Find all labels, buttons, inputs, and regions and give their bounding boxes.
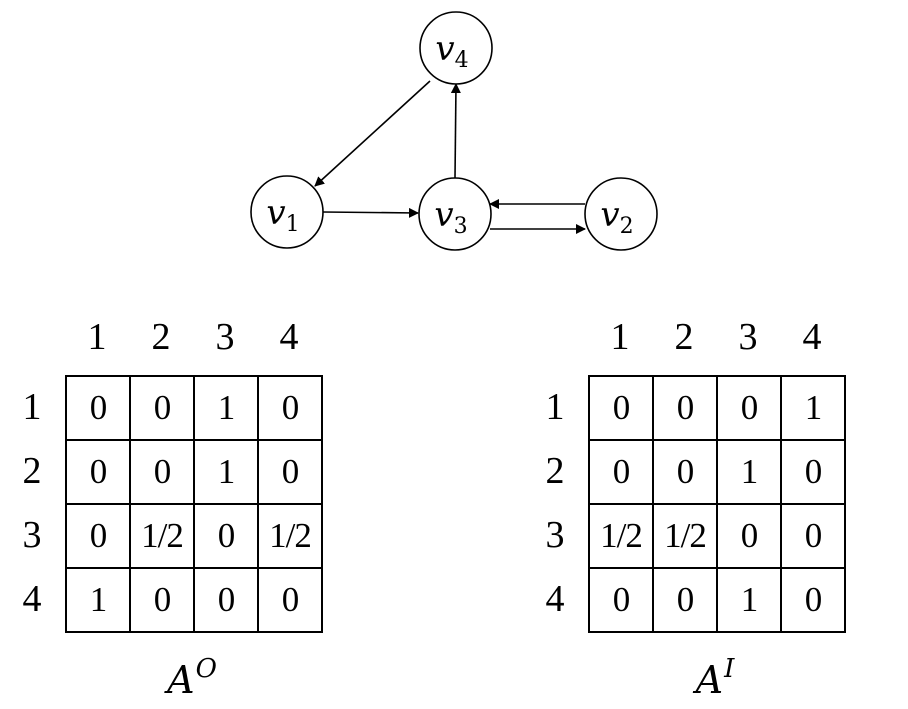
svg-text:v3: v3 bbox=[434, 195, 467, 239]
row-header: 2 bbox=[22, 450, 42, 492]
node-v1-subscript: 1 bbox=[286, 212, 300, 237]
column-header: 3 bbox=[215, 316, 235, 358]
node-v2-base: v bbox=[600, 195, 619, 235]
column-header: 1 bbox=[610, 316, 630, 358]
edge-v4-v1 bbox=[314, 80, 431, 187]
svg-text:v1: v1 bbox=[266, 193, 299, 237]
matrix-label-base: A bbox=[167, 658, 195, 702]
row-header: 2 bbox=[545, 450, 565, 492]
matrix-cell: 0 bbox=[257, 567, 323, 633]
matrix-cell: 0 bbox=[65, 503, 131, 569]
node-v1: v1 bbox=[250, 175, 324, 249]
matrix-grid: 0 0 0 1 0 0 1 0 1/2 1/2 0 0 0 0 1 0 bbox=[588, 375, 846, 633]
matrix-row: 0 0 1 0 bbox=[588, 439, 846, 505]
node-v3-subscript: 3 bbox=[454, 214, 468, 239]
column-header: 2 bbox=[674, 316, 694, 358]
column-header: 1 bbox=[87, 316, 107, 358]
matrix-cell: 0 bbox=[65, 439, 131, 505]
matrix-row: 1 0 0 0 bbox=[65, 567, 323, 633]
matrix-cell: 0 bbox=[129, 439, 195, 505]
matrix-cell: 0 bbox=[193, 503, 259, 569]
matrix-cell: 0 bbox=[257, 375, 323, 441]
matrix-cell: 0 bbox=[588, 439, 654, 505]
matrix-cell: 0 bbox=[65, 375, 131, 441]
column-header: 3 bbox=[738, 316, 758, 358]
row-header: 4 bbox=[22, 578, 42, 620]
matrix-cell: 1 bbox=[65, 567, 131, 633]
node-v3: v3 bbox=[418, 177, 492, 251]
matrix-cell: 0 bbox=[652, 375, 718, 441]
matrix-cell: 0 bbox=[652, 567, 718, 633]
matrix-cell: 1/2 bbox=[257, 503, 323, 569]
matrix-cell: 0 bbox=[193, 567, 259, 633]
svg-text:v2: v2 bbox=[600, 195, 633, 239]
directed-graph: v4 v1 v3 v2 bbox=[250, 11, 658, 251]
matrix-cell: 1 bbox=[193, 375, 259, 441]
matrix-cell: 0 bbox=[652, 439, 718, 505]
matrix-cell: 1 bbox=[716, 439, 782, 505]
row-header: 1 bbox=[545, 386, 565, 428]
matrix-cell: 0 bbox=[129, 375, 195, 441]
node-v3-base: v bbox=[434, 195, 453, 235]
row-header: 3 bbox=[545, 514, 565, 556]
node-v4-base: v bbox=[435, 29, 454, 69]
matrix-cell: 0 bbox=[588, 567, 654, 633]
matrix-cell: 0 bbox=[588, 375, 654, 441]
row-headers: 1 2 3 4 bbox=[535, 375, 575, 631]
column-header: 4 bbox=[279, 316, 299, 358]
node-v2-subscript: 2 bbox=[620, 214, 634, 239]
matrix-a-o: 1 2 3 4 1 2 3 4 0 0 1 0 0 0 1 0 0 1/2 0 … bbox=[12, 312, 342, 702]
node-v1-base: v bbox=[266, 193, 285, 233]
matrix-grid: 0 0 1 0 0 0 1 0 0 1/2 0 1/2 1 0 0 0 bbox=[65, 375, 323, 633]
matrix-cell: 0 bbox=[716, 503, 782, 569]
matrix-row: 0 0 0 1 bbox=[588, 375, 846, 441]
matrix-row: 0 0 1 0 bbox=[588, 567, 846, 633]
column-headers: 1 2 3 4 bbox=[588, 312, 844, 362]
matrix-cell: 0 bbox=[716, 375, 782, 441]
row-header: 1 bbox=[22, 386, 42, 428]
svg-text:v4: v4 bbox=[435, 29, 468, 73]
column-headers: 1 2 3 4 bbox=[65, 312, 321, 362]
row-headers: 1 2 3 4 bbox=[12, 375, 52, 631]
matrix-cell: 0 bbox=[780, 567, 846, 633]
matrix-cell: 1 bbox=[193, 439, 259, 505]
matrix-cell: 1/2 bbox=[652, 503, 718, 569]
matrix-cell: 1 bbox=[780, 375, 846, 441]
matrix-cell: 1/2 bbox=[588, 503, 654, 569]
node-v2: v2 bbox=[584, 177, 658, 251]
matrix-label-superscript: O bbox=[195, 654, 217, 684]
matrix-cell: 0 bbox=[780, 503, 846, 569]
matrix-row: 1/2 1/2 0 0 bbox=[588, 503, 846, 569]
matrix-cell: 0 bbox=[129, 567, 195, 633]
matrix-row: 0 0 1 0 bbox=[65, 375, 323, 441]
edge-v1-v3 bbox=[322, 207, 419, 218]
matrix-a-i: 1 2 3 4 1 2 3 4 0 0 0 1 0 0 1 0 1/2 1/2 … bbox=[535, 312, 865, 702]
matrix-cell: 1/2 bbox=[129, 503, 195, 569]
matrix-cell: 0 bbox=[257, 439, 323, 505]
column-header: 4 bbox=[802, 316, 822, 358]
node-v4-subscript: 4 bbox=[455, 48, 469, 73]
edge-v3-v4 bbox=[450, 83, 461, 179]
matrix-label-base: A bbox=[695, 658, 724, 702]
matrix-cell: 0 bbox=[780, 439, 846, 505]
matrix-label-superscript: I bbox=[724, 654, 735, 684]
node-v4: v4 bbox=[419, 11, 493, 85]
matrix-label-a-o: AO bbox=[132, 640, 252, 709]
matrix-cell: 1 bbox=[716, 567, 782, 633]
column-header: 2 bbox=[151, 316, 171, 358]
matrix-label-a-i: AI bbox=[655, 640, 775, 709]
row-header: 3 bbox=[22, 514, 42, 556]
matrix-row: 0 1/2 0 1/2 bbox=[65, 503, 323, 569]
row-header: 4 bbox=[545, 578, 565, 620]
matrix-row: 0 0 1 0 bbox=[65, 439, 323, 505]
